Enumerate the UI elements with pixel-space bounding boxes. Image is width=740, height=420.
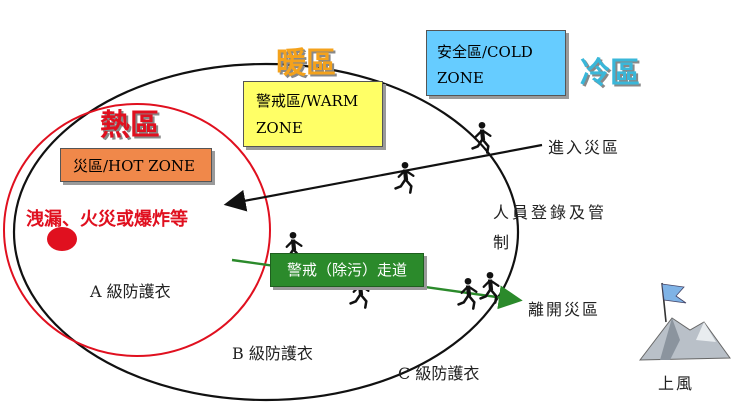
entry-arrow [223, 143, 543, 212]
exit-label: 離開災區 [528, 300, 601, 319]
hot-zone-title: 熱區 [100, 108, 160, 143]
control-label: 人員登錄及管制 [493, 203, 608, 252]
cold-zone-title: 冷區 [580, 56, 640, 91]
hot-zone-box-label: 災區/HOT ZONE [73, 157, 195, 175]
mountain-flag-icon [638, 282, 731, 361]
warm-zone-boundary [12, 62, 520, 402]
hot-zone-protection: A 級防護衣 [90, 282, 171, 301]
warm-zone-protection: B 級防護衣 [232, 344, 313, 363]
runner-icon [479, 270, 500, 304]
enter-label: 進入災區 [548, 138, 621, 157]
cold-zone-protection: C 級防護衣 [398, 364, 480, 383]
upwind-label: 上風 [658, 374, 695, 393]
cold-zone-box: 安全區/COLD ZONE [426, 30, 566, 96]
hazard-dot-icon [47, 227, 77, 251]
decon-corridor-box: 警戒（除污）走道 [270, 253, 424, 287]
runner-icon [471, 120, 492, 154]
hot-zone-boundary [3, 103, 271, 357]
hazard-label: 洩漏、火災或爆炸等 [26, 209, 188, 230]
warm-zone-title: 暖區 [276, 46, 336, 81]
runner-icon [394, 160, 415, 194]
decon-corridor-label: 警戒（除污）走道 [286, 261, 407, 279]
cold-zone-box-label: 安全區/COLD ZONE [437, 43, 533, 87]
hot-zone-box: 災區/HOT ZONE [60, 148, 212, 182]
warm-zone-box-label: 警戒區/WARM ZONE [256, 92, 359, 137]
warm-zone-box: 警戒區/WARM ZONE [243, 81, 383, 147]
